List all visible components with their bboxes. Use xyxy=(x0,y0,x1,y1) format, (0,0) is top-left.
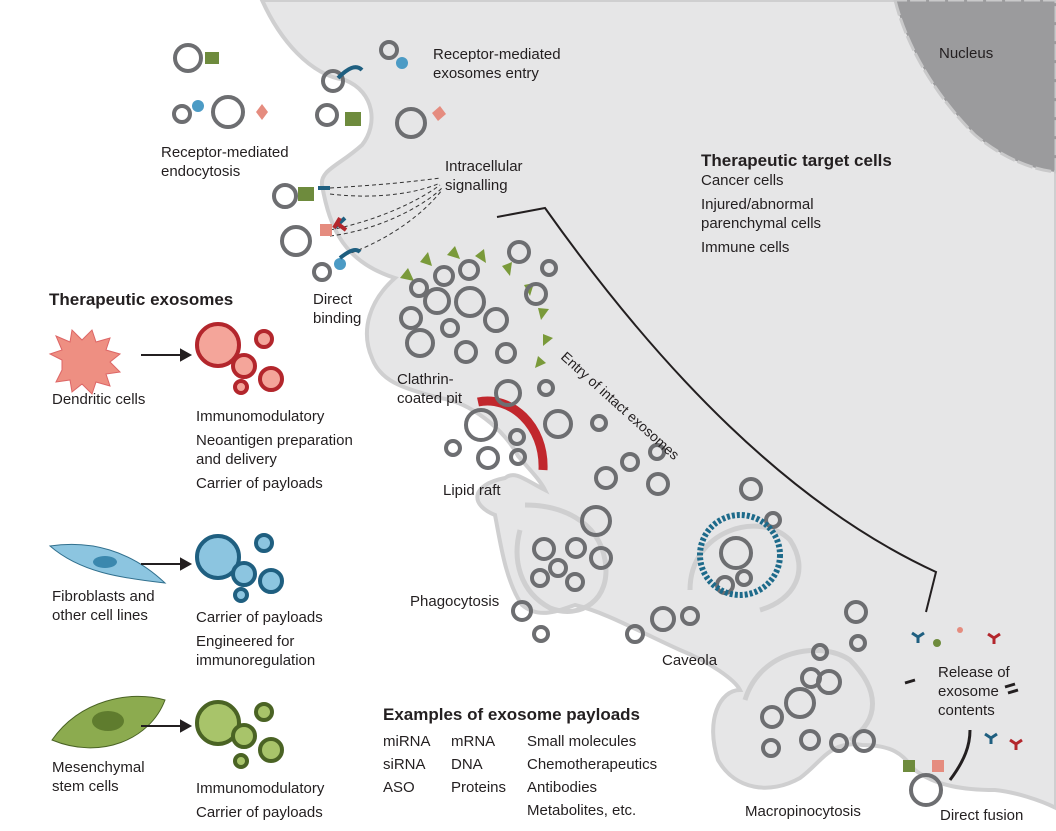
dendritic-exosomes xyxy=(195,322,284,395)
fibroblast-roles: Carrier of payloads Engineered for immun… xyxy=(196,609,323,669)
macropinocytosis-cup xyxy=(742,647,875,743)
source-cells xyxy=(48,328,167,749)
dendritic-cell-shape xyxy=(48,328,122,395)
dendritic-roles: Immunomodulatory Neoantigen preparation … xyxy=(196,408,353,492)
lipid-raft-label: Lipid raft xyxy=(443,482,501,499)
clathrin-coat xyxy=(400,246,553,368)
direct-fusion-label: Direct fusion xyxy=(940,807,1024,824)
entry-bracket-line xyxy=(496,206,938,613)
receptor-vesicles xyxy=(172,40,427,282)
lipid-raft-arc xyxy=(477,396,548,471)
target-cells-item: Cancer cells xyxy=(701,172,784,189)
macropinocytosis-label: Macropinocytosis xyxy=(745,803,861,820)
release-contents xyxy=(904,627,1023,781)
dendritic-cells-label: Dendritic cells xyxy=(52,391,146,408)
clathrin-label: Clathrin-coated pit xyxy=(397,371,463,407)
receptor-ligands xyxy=(192,52,446,270)
target-cells-item: Injured/abnormal xyxy=(701,196,814,213)
fibroblast-exosomes xyxy=(195,533,284,603)
target-cell-body xyxy=(259,0,1056,811)
target-cells-item: Immune cells xyxy=(701,239,790,256)
phagocytosis-label: Phagocytosis xyxy=(410,593,500,610)
fusion-ligands xyxy=(903,760,944,772)
stem-cell-exosomes xyxy=(195,700,284,769)
caveola-label: Caveola xyxy=(662,652,718,669)
nucleus xyxy=(893,0,1056,174)
stem-cell-roles: Immunomodulatory Carrier of payloads xyxy=(196,780,325,821)
phagocytosis-cup xyxy=(514,502,609,614)
therapeutic-exosomes-title: Therapeutic exosomes xyxy=(49,290,234,309)
payloads-title: Examples of exosome payloads xyxy=(383,705,640,724)
target-cells-title: Therapeutic target cells xyxy=(701,151,892,170)
internal-vesicles xyxy=(399,240,943,807)
caveola-coat xyxy=(697,512,783,598)
target-cells-block: Therapeutic target cells Cancer cells In… xyxy=(701,150,892,257)
caveola-cup xyxy=(687,523,802,613)
nucleus-label: Nucleus xyxy=(939,45,994,62)
target-cells-item: parenchymal cells xyxy=(701,215,822,232)
source-arrows xyxy=(141,348,193,733)
